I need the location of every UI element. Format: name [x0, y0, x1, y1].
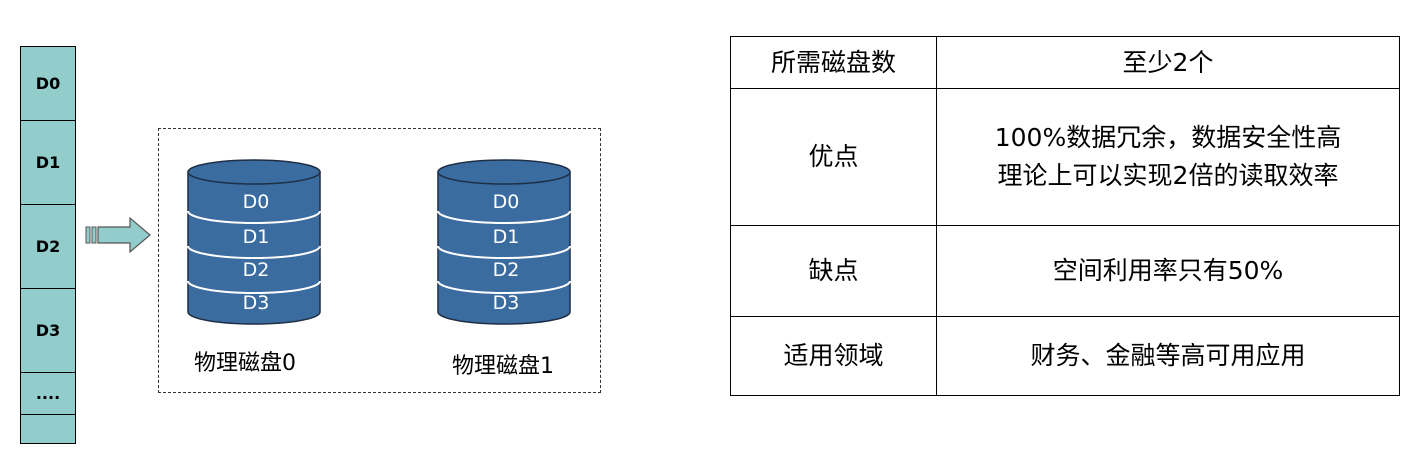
row-value-advantages: 100%数据冗余，数据安全性高 理论上可以实现2倍的读取效率	[936, 88, 1400, 226]
stripe-block-d3: D3	[21, 289, 75, 373]
table-row: 优点 100%数据冗余，数据安全性高 理论上可以实现2倍的读取效率	[730, 88, 1400, 226]
row-key-advantages: 优点	[730, 88, 937, 226]
advantage-line-1: 100%数据冗余，数据安全性高	[994, 123, 1342, 152]
row-value-use-cases: 财务、金融等高可用应用	[936, 316, 1400, 396]
stripe-block-d0: D0	[21, 47, 75, 121]
raid1-properties-table: 所需磁盘数 至少2个 优点 100%数据冗余，数据安全性高 理论上可以实现2倍的…	[730, 36, 1400, 396]
disk1-label: 物理磁盘1	[452, 354, 554, 379]
row-key-use-cases: 适用领域	[730, 316, 937, 396]
table-row: 所需磁盘数 至少2个	[730, 36, 1400, 89]
raid1-mirror-group	[158, 128, 601, 393]
stripe-block-more: ....	[21, 373, 75, 415]
table-row: 缺点 空间利用率只有50%	[730, 225, 1400, 317]
stripe-block-d1: D1	[21, 121, 75, 205]
advantage-line-2: 理论上可以实现2倍的读取效率	[997, 161, 1339, 190]
stripe-block-d2: D2	[21, 205, 75, 289]
row-key-disadvantages: 缺点	[730, 225, 937, 317]
right-arrow-icon	[85, 216, 151, 254]
disk0-label: 物理磁盘0	[194, 351, 296, 376]
table-row: 适用领域 财务、金融等高可用应用	[730, 316, 1400, 396]
row-key-disks-required: 所需磁盘数	[730, 36, 937, 89]
data-stripe-column: D0 D1 D2 D3 ....	[20, 46, 76, 444]
row-value-disadvantages: 空间利用率只有50%	[936, 225, 1400, 317]
row-value-disks-required: 至少2个	[936, 36, 1400, 89]
